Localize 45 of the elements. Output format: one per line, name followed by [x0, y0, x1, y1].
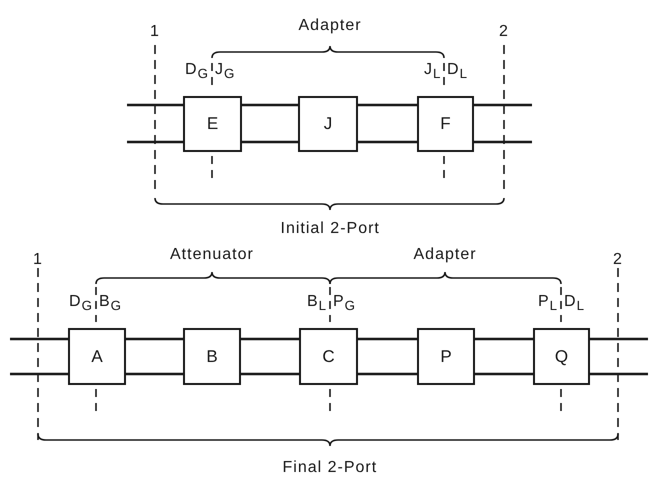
transmission-line [240, 104, 300, 144]
block-letter: Q [554, 346, 568, 366]
port-label: D$_{G}$ [69, 293, 93, 316]
transmission-line [126, 104, 184, 144]
network-block [298, 96, 358, 152]
port-label: D$_{L}$ [564, 293, 585, 316]
block-letter: P [440, 346, 452, 366]
transmission-line [474, 338, 534, 376]
network-block [299, 328, 358, 385]
port-label: J$_{G}$ [215, 61, 236, 84]
transmission-line [588, 338, 650, 376]
block-letter: C [322, 346, 335, 366]
section-label: Adapter [298, 17, 362, 35]
port-label: P$_{G}$ [333, 293, 356, 316]
transmission-line [8, 338, 70, 376]
network-block [68, 328, 126, 385]
network-block [417, 96, 474, 152]
port-label: B$_{L}$ [307, 293, 328, 316]
plane-number: 2 [499, 23, 509, 41]
transmission-line [124, 338, 184, 376]
block-letter: A [91, 346, 103, 366]
port-label: D$_{L}$ [447, 61, 468, 84]
port-label: J$_{L}$ [424, 61, 442, 84]
transmission-line [240, 338, 300, 376]
network-block [183, 96, 242, 152]
port-label: B$_{G}$ [99, 293, 122, 316]
block-letter: F [440, 114, 451, 134]
block-letter: E [206, 114, 218, 134]
plane-number: 1 [150, 23, 160, 41]
transmission-line [356, 104, 418, 144]
port-label: P$_{L}$ [538, 293, 558, 316]
port-label: D$_{G}$ [185, 61, 209, 84]
block-letter: J [324, 114, 332, 134]
section-label: Adapter [414, 246, 477, 264]
two-port-caption: Final 2-Port [282, 459, 378, 477]
two-port-caption: Initial 2-Port [280, 220, 380, 238]
section-label: Attenuator [170, 246, 254, 264]
block-letter: B [206, 346, 218, 366]
plane-number: 1 [33, 251, 43, 269]
network-block [417, 328, 475, 385]
transmission-line [472, 104, 534, 144]
transmission-line [356, 338, 418, 376]
network-block [533, 328, 590, 385]
plane-number: 2 [613, 251, 623, 269]
network-block [183, 328, 241, 385]
